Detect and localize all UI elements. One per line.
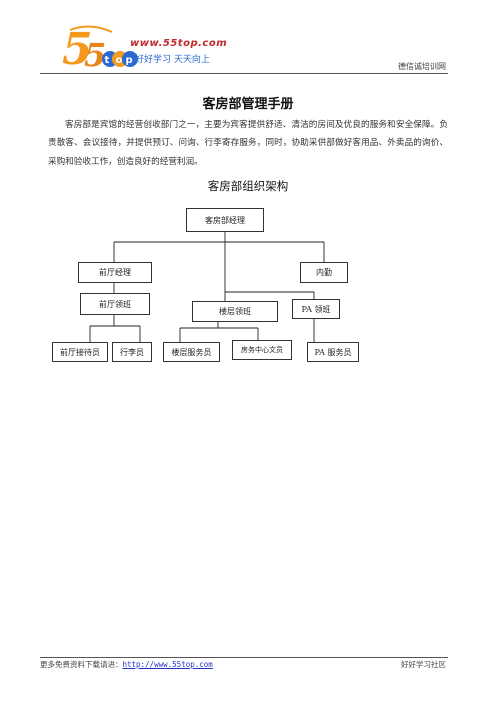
logo-url: www.55top.com xyxy=(130,38,228,49)
org-node-front-receptionist: 前厅接待员 xyxy=(52,342,108,362)
org-node-floor-attendant: 楼层服务员 xyxy=(163,342,220,362)
footer-link[interactable]: http://www.55top.com xyxy=(122,660,213,669)
document-title: 客房部管理手册 xyxy=(202,97,294,112)
svg-text:5: 5 xyxy=(84,36,106,72)
org-node-bellman: 行李员 xyxy=(112,342,152,362)
org-node-room-center-clerk: 房务中心文员 xyxy=(232,340,292,360)
header-divider xyxy=(40,73,448,74)
svg-text:o: o xyxy=(116,55,123,66)
intro-paragraph: 客房部是宾馆的经营创收部门之一，主要为宾客提供舒适、清洁的房间及优良的服务和安全… xyxy=(48,120,448,167)
footer-prefix: 更多免费资料下载请进： xyxy=(40,660,123,669)
org-node-pa-supervisor: PA 领班 xyxy=(292,299,340,319)
org-chart-title: 客房部组织架构 xyxy=(207,179,289,193)
svg-text:5: 5 xyxy=(62,24,93,72)
org-node-housekeeping-manager: 客房部经理 xyxy=(186,208,264,232)
footer-divider xyxy=(40,657,448,658)
org-node-front-office-manager: 前厅经理 xyxy=(78,262,152,283)
header-site-name: 德信诚培训网 xyxy=(398,62,446,71)
org-node-front-office-supervisor: 前厅领班 xyxy=(80,293,150,315)
footer-community: 好好学习社区 xyxy=(401,660,446,669)
footer-download-note: 更多免费资料下载请进：http://www.55top.com xyxy=(40,659,213,670)
svg-text:t: t xyxy=(105,55,110,66)
svg-text:p: p xyxy=(126,55,133,66)
org-node-pa-attendant: PA 服务员 xyxy=(307,342,359,362)
org-node-internal-affairs: 内勤 xyxy=(300,262,348,283)
site-logo: 5 5 t o p xyxy=(62,24,138,72)
org-node-floor-supervisor: 楼层领班 xyxy=(192,301,278,322)
logo-slogan: 好好学习 天天向上 xyxy=(135,55,210,65)
